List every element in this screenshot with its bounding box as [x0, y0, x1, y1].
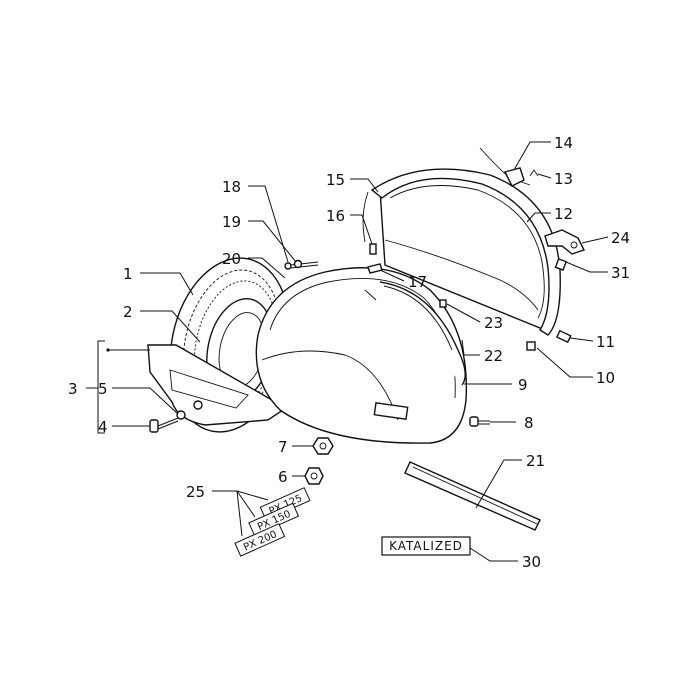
callout-18: 18 [222, 178, 241, 196]
fixing-screw [149, 417, 179, 433]
callout-17: 17 [408, 273, 427, 291]
callout-15: 15 [326, 171, 345, 189]
side-cowl-body [255, 267, 468, 444]
callout-21: 21 [526, 452, 545, 470]
callout-3: 3 [68, 380, 78, 398]
trim-strip [379, 281, 466, 386]
katalized-decal-text: KATALIZED [389, 539, 463, 553]
callout-30: 30 [522, 553, 541, 571]
callout-25: 25 [186, 483, 205, 501]
callout-2: 2 [123, 303, 133, 321]
callout-13: 13 [554, 170, 573, 188]
callout-5: 5 [98, 380, 108, 398]
callout-9: 9 [518, 376, 528, 394]
spacer-11 [555, 329, 572, 344]
callout-22: 22 [484, 347, 503, 365]
katalized-decal [381, 536, 471, 556]
screw-17 [367, 263, 383, 274]
callout-31: 31 [611, 264, 630, 282]
nut-small [304, 467, 324, 485]
callout-1: 1 [123, 265, 133, 283]
clip-10 [526, 341, 536, 351]
callout-6: 6 [278, 468, 288, 486]
callout-4: 4 [98, 418, 108, 436]
washer-19 [293, 259, 303, 269]
inner-cowl-panel [370, 168, 561, 336]
leader-lines [86, 141, 609, 562]
callout-23: 23 [484, 314, 503, 332]
trim-clip [439, 299, 447, 308]
pin-31 [554, 257, 568, 271]
callout-14: 14 [554, 134, 573, 152]
release-cable [479, 147, 531, 187]
rubber-pad [369, 243, 377, 255]
washer [176, 410, 186, 420]
nut-large [312, 437, 334, 455]
callout-12: 12 [554, 205, 573, 223]
callout-7: 7 [278, 438, 288, 456]
callout-8: 8 [524, 414, 534, 432]
decal-px200 [234, 523, 286, 557]
spare-wheel-cover-plate [147, 344, 288, 426]
callout-20: 20 [222, 250, 241, 268]
lock-bracket [544, 229, 585, 255]
cowl-seal [362, 191, 369, 243]
spring-13 [529, 169, 539, 177]
screw-8 [469, 416, 490, 427]
callout-19: 19 [222, 213, 241, 231]
callout-10: 10 [596, 369, 615, 387]
callout-11: 11 [596, 333, 615, 351]
callout-16: 16 [326, 207, 345, 225]
callout-24: 24 [611, 229, 630, 247]
